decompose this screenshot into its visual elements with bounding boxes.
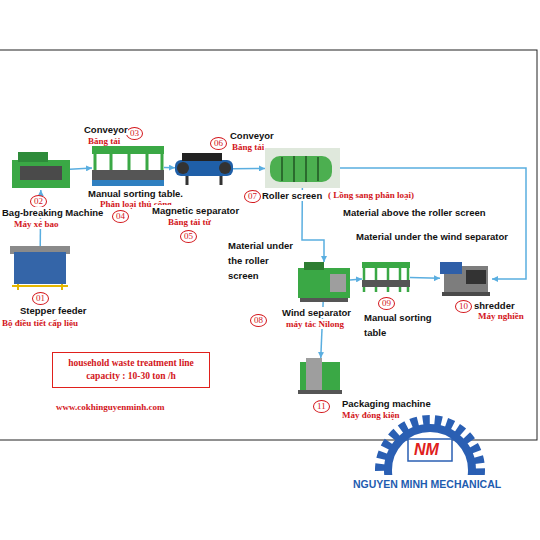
info-box: household waste treatment line capacity … bbox=[52, 352, 210, 388]
machine-name: Manual sorting table bbox=[364, 310, 442, 340]
machine-name: Wind separator bbox=[282, 307, 351, 318]
machine-belt bbox=[92, 170, 164, 180]
machine-body bbox=[298, 268, 350, 298]
machine-name: Conveyor bbox=[84, 124, 128, 135]
machine-hopper bbox=[18, 152, 48, 162]
machine-roller bbox=[219, 162, 231, 174]
machine-name: Bag-breaking Machine bbox=[2, 207, 103, 218]
logo-gear-ring bbox=[388, 428, 472, 475]
machine-name: Material under the wind separator bbox=[356, 231, 508, 242]
machine-base bbox=[298, 390, 342, 394]
callout-number: 03 bbox=[126, 127, 143, 140]
flow-arrow bbox=[410, 277, 440, 279]
machine-name: shredder bbox=[474, 300, 515, 311]
machine-press bbox=[306, 358, 322, 390]
vietnamese-name: Bộ điều tiết cấp liệu bbox=[2, 318, 78, 328]
machine-rails bbox=[12, 284, 68, 290]
machine-name: Material under the roller screen bbox=[228, 238, 296, 283]
machine-legs bbox=[187, 176, 221, 185]
machine-box: Wind separatormáy tác Nilong08 bbox=[298, 262, 350, 302]
machine-box: 10shredderMáy nghiền bbox=[440, 262, 492, 296]
machine-box: 01Stepper feederBộ điều tiết cấp liệu bbox=[10, 246, 70, 290]
machine-box: 02Bag-breaking MachineMáy xé bao bbox=[12, 152, 70, 190]
capacity-note: household waste treatment line capacity … bbox=[57, 357, 205, 383]
machine-box: 09Manual sorting table bbox=[362, 262, 410, 292]
machine-body bbox=[14, 252, 66, 284]
flow-arrow bbox=[70, 168, 92, 169]
machine-belt bbox=[175, 160, 233, 176]
machine-name: Manual sorting table. bbox=[88, 188, 183, 199]
vietnamese-name: Băng tải bbox=[88, 136, 120, 146]
machine-name: Magnetic separator bbox=[152, 205, 239, 216]
machine-base bbox=[92, 180, 164, 186]
callout-number: 04 bbox=[112, 210, 129, 223]
flow-arrow bbox=[164, 167, 175, 169]
machine-base bbox=[442, 292, 490, 296]
vietnamese-name: Máy xé bao bbox=[14, 219, 59, 229]
vietnamese-name: Máy nghiền bbox=[478, 311, 524, 321]
machine-name: Packaging machine bbox=[342, 398, 431, 409]
vietnamese-name: máy tác Nilong bbox=[286, 319, 344, 329]
page-frame bbox=[0, 50, 537, 440]
machine-hood bbox=[304, 262, 324, 270]
callout-number: 11 bbox=[313, 400, 330, 413]
machine-name: Stepper feeder bbox=[20, 305, 87, 316]
machine-magnet bbox=[182, 153, 222, 161]
machine-posts bbox=[364, 262, 408, 292]
machine-name: Roller screen bbox=[262, 190, 322, 201]
callout-number: 01 bbox=[32, 292, 49, 305]
machine-drum bbox=[270, 156, 332, 182]
flow-arrow bbox=[350, 278, 362, 280]
machine-body bbox=[12, 160, 70, 188]
machine-backdrop bbox=[265, 148, 340, 188]
machine-base bbox=[300, 298, 348, 302]
flow-arrow bbox=[233, 168, 265, 170]
callout-number: 08 bbox=[250, 314, 267, 327]
flow-arrow bbox=[340, 168, 526, 279]
machine-belt bbox=[362, 280, 410, 287]
logo-badge bbox=[408, 439, 452, 461]
machine-box: 11Packaging machineMáy đóng kiện bbox=[298, 358, 342, 394]
callout-number: 10 bbox=[455, 300, 472, 313]
machine-fan bbox=[330, 274, 346, 292]
machine-roller bbox=[177, 162, 189, 174]
machine-cutter bbox=[466, 270, 486, 284]
machine-box: 03ConveyorBăng tảiManual sorting table.P… bbox=[92, 146, 164, 186]
logo-gear-teeth bbox=[380, 420, 480, 475]
callout-number: 09 bbox=[378, 297, 395, 310]
machine-roller bbox=[20, 166, 62, 180]
website-address: www.cokhinguyenminh.com bbox=[56, 402, 165, 412]
machine-name: Conveyor bbox=[230, 130, 274, 141]
callout-number: 07 bbox=[244, 190, 261, 203]
machine-name: Material above the roller screen bbox=[343, 207, 486, 218]
callout-number: 06 bbox=[210, 137, 227, 150]
callout-number: 05 bbox=[180, 230, 197, 243]
vietnamese-name: ( Lồng sang phân loại) bbox=[328, 190, 414, 200]
machine-roof bbox=[362, 262, 410, 268]
brand-name: NGUYEN MINH MECHANICAL bbox=[353, 478, 501, 490]
machine-box: 07Roller screen( Lồng sang phân loại) bbox=[265, 148, 340, 188]
machine-motor bbox=[440, 262, 462, 274]
machine-rings bbox=[282, 156, 318, 182]
machine-box: Magnetic separatorBăng tải từ05 bbox=[175, 153, 233, 185]
logo-initials: NM bbox=[414, 441, 439, 459]
vietnamese-name: Máy đóng kiện bbox=[342, 410, 400, 420]
vietnamese-name: Băng tải bbox=[232, 142, 264, 152]
vietnamese-name: Băng tải từ bbox=[168, 217, 211, 227]
